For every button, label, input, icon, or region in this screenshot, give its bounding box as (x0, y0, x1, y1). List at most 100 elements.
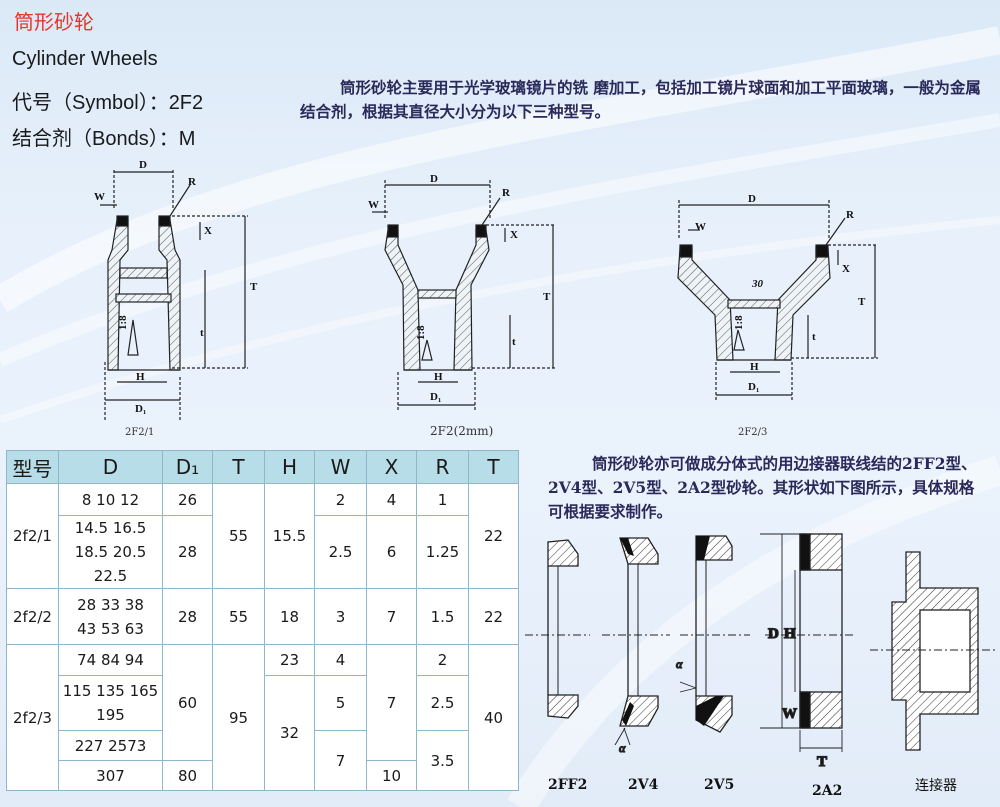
cell-X: 6 (366, 515, 417, 589)
caption-2a2: 2A2 (812, 783, 843, 799)
d-line: 14.5 16.5 (74, 519, 147, 537)
header-T: T (212, 450, 265, 484)
cell-R: 1.5 (416, 588, 469, 645)
table-row: 2f2/1 8 10 12 26 55 15.5 2 4 1 22 (6, 483, 519, 589)
dim-H-1: H (136, 371, 145, 383)
dim-T-3: T (858, 296, 866, 308)
dim-X-1: X (204, 225, 212, 237)
table-row: 14.5 16.5 18.5 20.5 22.5 28 2.5 6 1.25 (7, 515, 519, 589)
cell-D: 115 135 165 195 (58, 675, 163, 731)
cell-D: 74 84 94 (58, 644, 163, 676)
cell-X: 7 (366, 644, 417, 761)
dim-D-3: D (748, 193, 756, 205)
cell-W: 3 (314, 588, 367, 645)
wheel-2a2 (760, 533, 855, 752)
intro-paragraph: 筒形砂轮主要用于光学玻璃镜片的铣 磨加工，包括加工镜片球面和加工平面玻璃，一般为… (300, 78, 981, 121)
dim-D-2: D (430, 173, 438, 185)
d-line: 43 53 63 (77, 619, 144, 638)
cell-T2: 22 (468, 483, 519, 589)
cell-D1: 60 (162, 644, 213, 761)
table-row: 307 80 10 (7, 760, 519, 791)
cell-W: 7 (314, 730, 367, 791)
cell-X: 4 (366, 483, 417, 516)
header-W: W (314, 450, 367, 484)
cell-W: 5 (314, 675, 367, 731)
dim-T-2: T (543, 291, 551, 303)
cell-X: 7 (366, 588, 417, 645)
d-line: 22.5 (93, 567, 128, 585)
drawing-2f2-2 (372, 180, 556, 410)
dim-T-split: T (817, 754, 827, 770)
table-row: 2f2/2 28 33 38 43 53 63 28 55 18 3 7 1.5… (6, 588, 519, 645)
cell-D: 307 (58, 760, 163, 791)
table-row: 115 135 165 195 32 5 2.5 (7, 675, 519, 791)
header-X: X (366, 450, 417, 484)
page-title-cn: 筒形砂轮 (14, 10, 94, 34)
cell-W: 2 (314, 483, 367, 516)
header-T2: T (468, 450, 519, 484)
caption-2v4: 2V4 (628, 777, 659, 793)
d-line: 115 135 165 (62, 682, 159, 700)
dim-R-1: R (188, 176, 197, 188)
table-row: 2f2/3 74 84 94 60 95 23 4 7 2 40 (6, 644, 519, 791)
cell-T2: 22 (468, 588, 519, 645)
connector-drawing (870, 551, 995, 751)
dim-angle-3: 30 (751, 278, 764, 290)
dim-T-1: T (250, 281, 258, 293)
dim-taper-2: 1:8 (415, 325, 427, 340)
wheel-2ff2 (525, 539, 590, 719)
bonds-line: 结合剂（Bonds）：M (12, 128, 196, 150)
drawing-caption-3: 2F2/3 (738, 427, 768, 438)
cell-R: 1.25 (416, 515, 469, 589)
dim-D-1: D (139, 159, 147, 171)
dim-H-3: H (750, 361, 759, 373)
cell-H: 23 (264, 644, 315, 676)
header-D: D (58, 450, 163, 484)
drawing-caption-2: 2F2(2mm) (430, 424, 494, 438)
split-types-paragraph: 筒形砂轮亦可做成分体式的用边接器联线结的2FF2型、2V4型、2V5型、2A2型… (548, 454, 977, 521)
dim-X-2: X (510, 229, 518, 241)
cell-T2: 40 (468, 644, 519, 791)
page-title-en: Cylinder Wheels (12, 48, 158, 70)
wheel-2v4 (602, 537, 670, 746)
dim-t-2: t (512, 336, 516, 348)
cell-T: 55 (212, 483, 265, 589)
dim-X-3: X (842, 263, 850, 275)
d-line: 28 33 38 (77, 595, 144, 614)
dim-taper-1: 1:8 (117, 315, 129, 330)
cell-D1: 80 (162, 760, 213, 791)
wheel-2v5 (679, 535, 750, 733)
cell-D: 8 10 12 (58, 483, 163, 516)
spec-table: 型号 D D₁ T H W X R T 2f2/1 8 10 12 26 55 … (6, 450, 519, 791)
caption-2ff2: 2FF2 (548, 777, 588, 793)
dim-W-split: W (782, 706, 797, 722)
dim-H-2: H (434, 371, 443, 383)
cell-W: 4 (314, 644, 367, 676)
drawing-2f2-1 (100, 170, 248, 420)
dim-D1-3: D₁ (748, 381, 759, 393)
cell-R: 3.5 (416, 730, 469, 791)
dim-D1-1: D₁ (135, 403, 146, 415)
cell-X: 10 (366, 760, 417, 791)
drawing-caption-1: 2F2/1 (125, 427, 155, 438)
dim-taper-3: 1:8 (733, 315, 745, 330)
angle-alpha-label-1: α (619, 741, 626, 755)
table-header-row: 型号 D D₁ T H W X R T (6, 450, 519, 484)
cell-D: 28 33 38 43 53 63 (58, 588, 163, 645)
cell-R: 2 (416, 644, 469, 676)
cell-D1: 28 (162, 588, 213, 645)
table-row: 227 2573 7 3.5 (7, 730, 519, 791)
dim-W-2: W (368, 199, 379, 211)
cell-R: 2.5 (416, 675, 469, 731)
cell-model: 2f2/1 (6, 483, 59, 589)
symbol-line: 代号（Symbol）：2F2 (12, 92, 204, 114)
dim-R-3: R (846, 209, 855, 221)
cell-D: 227 2573 (58, 730, 163, 761)
dim-H-split: H (784, 626, 796, 642)
cell-D1: 28 (162, 515, 213, 589)
dim-D-split: D (768, 626, 779, 642)
drawing-2f2-3 (677, 200, 878, 400)
cell-D1: 26 (162, 483, 213, 516)
header-model: 型号 (6, 450, 59, 484)
dim-R-2: R (502, 187, 511, 199)
